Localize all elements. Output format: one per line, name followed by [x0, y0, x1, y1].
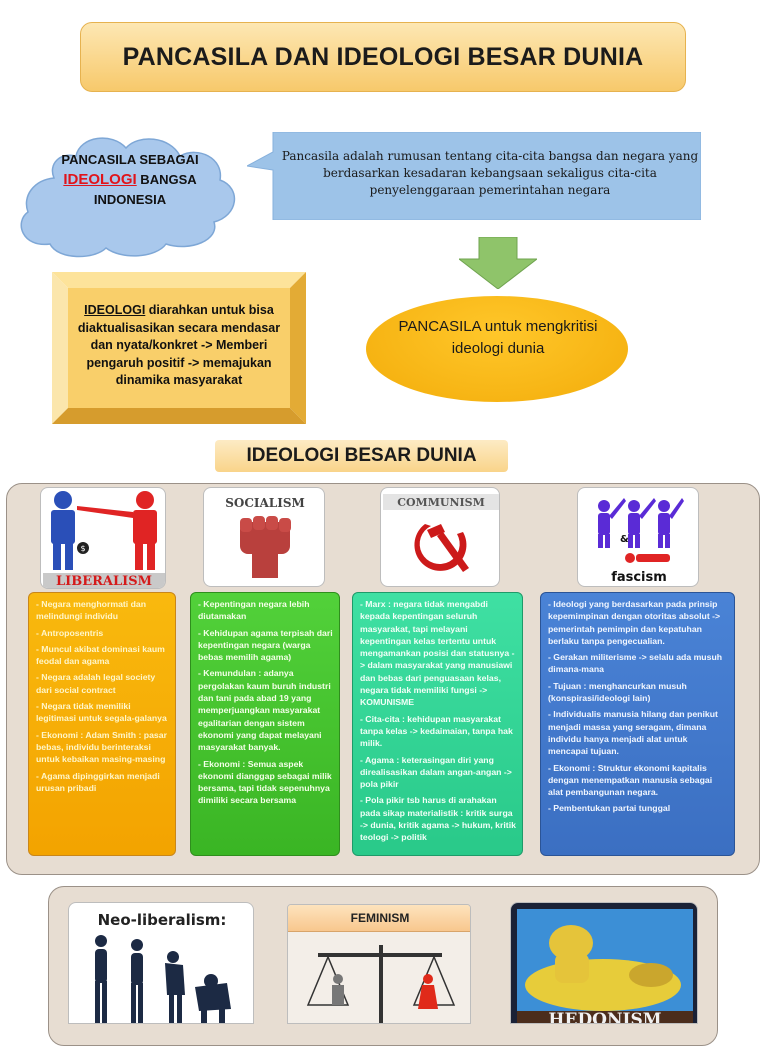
liberalism-label: LIBERALISM	[56, 574, 152, 589]
ideologi-highlight: IDEOLOGI	[63, 171, 137, 188]
neoliberalism-label: Neo-liberalism:	[98, 911, 227, 929]
liberalism-point: - Ekonomi : Adam Smith : pasar bebas, in…	[36, 729, 167, 765]
liberalism-point: - Negara adalah legal society dari socia…	[36, 672, 156, 695]
hedonism-image: HEDONISM	[517, 909, 693, 1024]
communism-point: - Agama : keterasingan diri yang direali…	[360, 754, 512, 790]
socialism-point: - Kepentingan negara lebih diutamakan	[198, 599, 310, 622]
pancasila-ellipse	[366, 296, 628, 402]
socialism-point: - Kehidupan agama terpisah dari kepentin…	[198, 627, 333, 663]
feminism-card: FEMINISM	[287, 904, 471, 1024]
ideologi-description-text: diarahkan untuk bisa diaktualisasikan se…	[77, 303, 281, 387]
liberalism-point: - Antroposentris	[36, 627, 104, 638]
fascism-point: - Ideologi yang berdasarkan pada prinsip…	[548, 599, 721, 646]
fascism-label: fascism	[611, 570, 667, 585]
callout-shape	[247, 132, 701, 220]
neoliberalism-image: Neo-liberalism:	[95, 911, 231, 1023]
down-arrow-icon	[459, 237, 537, 289]
scales-icon	[306, 945, 456, 1023]
fascism-card: & fascism	[577, 487, 699, 587]
socialism-card: SOCIALISM	[203, 487, 325, 587]
fascism-point: - Pembentukan partai tunggal	[548, 803, 671, 814]
communism-points: - Marx : negara tidak mengabdi kepada ke…	[352, 592, 523, 856]
liberalism-point: - Negara tidak memiliki legitimasi untuk…	[36, 701, 167, 724]
feminism-header: FEMINISM	[288, 905, 470, 932]
pancasila-definition: Pancasila adalah rumusan tentang cita-ci…	[281, 149, 699, 197]
cloud-line-1: PANCASILA SEBAGAI	[61, 152, 199, 167]
neoliberalism-card: Neo-liberalism:	[68, 902, 254, 1024]
bevel-box	[52, 272, 306, 424]
liberalism-card: $ LIBERALISM	[40, 487, 166, 589]
fascism-point: - Ekonomi : Struktur ekonomi kapitalis d…	[548, 762, 713, 798]
communism-point: - Pola pikir tsb harus di arahakan pada …	[360, 795, 516, 843]
socialism-label: SOCIALISM	[225, 496, 305, 510]
fallen-figure-icon	[625, 553, 670, 563]
fascism-point: - Tujuan : menghancurkan musuh (konspira…	[548, 680, 687, 704]
socialism-point: - Ekonomi : Semua aspek ekonomi dianggap…	[198, 758, 332, 806]
cloud-line-2: BANGSA	[136, 172, 197, 187]
liberalism-icon: $ LIBERALISM	[43, 491, 165, 589]
evolution-silhouettes-icon	[95, 935, 231, 1023]
cloud-shape	[20, 137, 236, 258]
ideologi-description: IDEOLOGI diarahkan untuk bisa diaktualis…	[72, 302, 286, 390]
cloud-line-3: INDONESIA	[93, 192, 167, 207]
feminism-label: FEMINISM	[350, 911, 410, 925]
fascism-icon: & fascism	[598, 498, 684, 585]
socialism-points: - Kepentingan negara lebih diutamakan - …	[190, 592, 340, 856]
section-subtitle: IDEOLOGI BESAR DUNIA	[246, 445, 477, 466]
communism-label: COMMUNISM	[397, 496, 485, 509]
page-title: PANCASILA DAN IDEOLOGI BESAR DUNIA	[122, 42, 644, 71]
socialism-icon: SOCIALISM	[225, 496, 305, 578]
liberalism-point: - Muncul akibat dominasi kaum feodal dan…	[36, 643, 165, 667]
communism-card: COMMUNISM	[380, 487, 500, 587]
ampersand: &	[620, 534, 629, 545]
fascism-point: - Gerakan militerisme -> selalu ada musu…	[548, 652, 723, 675]
fascism-points: - Ideologi yang berdasarkan pada prinsip…	[540, 592, 735, 856]
liberalism-points: - Negara menghormati dan melindungi indi…	[28, 592, 176, 856]
fist-icon	[240, 516, 291, 578]
ellipse-text: PANCASILA untuk mengkritisi ideologi dun…	[398, 318, 598, 357]
hedonism-card: HEDONISM	[510, 902, 698, 1024]
communism-icon: COMMUNISM	[383, 494, 499, 572]
communism-point: - Marx : negara tidak mengabdi kepada ke…	[360, 599, 515, 708]
liberalism-point: - Negara menghormati dan melindungi indi…	[36, 599, 147, 622]
hedonism-label: HEDONISM	[548, 1010, 661, 1024]
subtitle-banner: IDEOLOGI BESAR DUNIA	[215, 440, 508, 472]
liberalism-point: - Agama dipinggirkan menjadi urusan prib…	[36, 770, 160, 793]
fascism-point: - Individualis manusia hilang dan peniku…	[548, 709, 718, 757]
cloud-text: PANCASILA SEBAGAI IDEOLOGI BANGSA INDONE…	[30, 150, 230, 210]
dollar-sign: $	[80, 544, 85, 553]
hammer-sickle-icon	[414, 524, 469, 572]
ideologi-term: IDEOLOGI	[84, 303, 146, 317]
socialism-point: - Kemundulan : adanya pergolakan kaum bu…	[198, 668, 331, 753]
title-banner: PANCASILA DAN IDEOLOGI BESAR DUNIA	[80, 22, 686, 92]
communism-point: - Cita-cita : kehidupan masyarakat tanpa…	[360, 713, 513, 749]
